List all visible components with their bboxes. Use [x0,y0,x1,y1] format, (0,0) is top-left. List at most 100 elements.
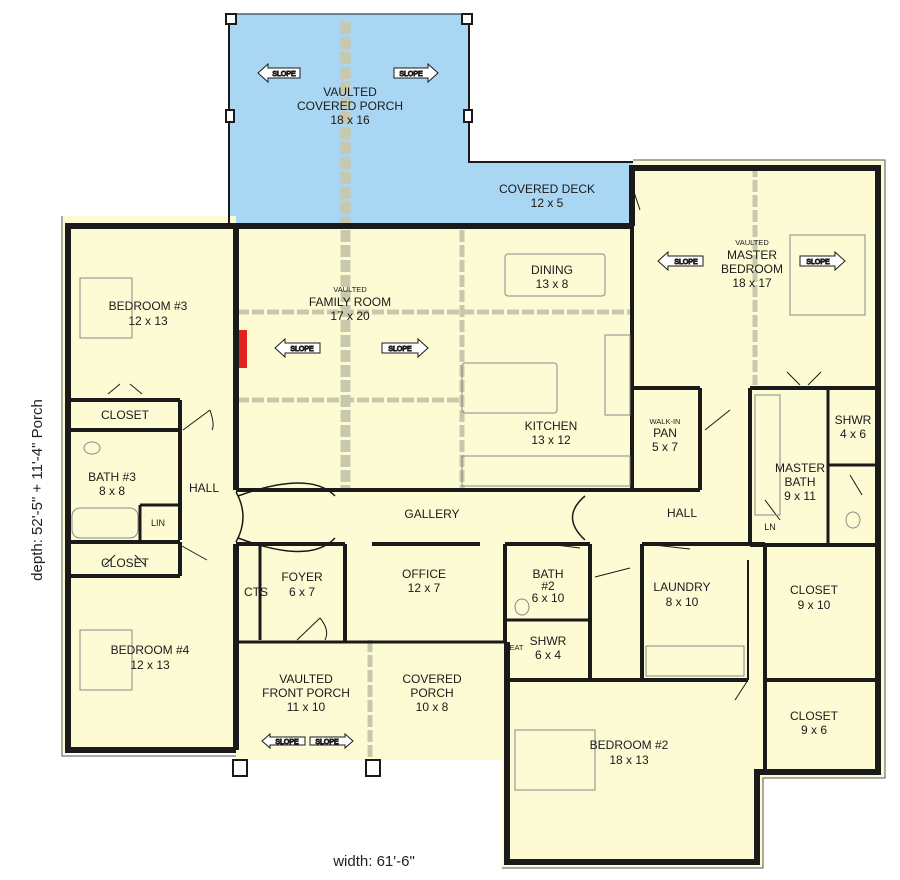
bedroom2-size: 18 x 13 [609,753,649,767]
slope-arrow: SLOPE [799,250,846,272]
walls [61,13,886,869]
slope-arrow: SLOPE [257,62,301,84]
gallery-arches [235,482,586,553]
shwr-b2-size: 6 x 4 [535,648,561,662]
hall-left: HALL [189,481,219,495]
svg-text:SLOPE: SLOPE [674,259,698,266]
bed-bedroom3 [79,277,133,339]
bed-master [789,234,866,316]
master-bedroom-size: 18 x 17 [732,276,772,290]
covered-deck-size: 12 x 5 [531,196,564,210]
hall-right: HALL [667,506,697,520]
family-room-size: 17 x 20 [330,309,370,323]
master-bedroom-line1: MASTER [727,248,777,262]
covered-deck-name: COVERED DECK [499,182,595,196]
toilet-bath3 [83,441,101,455]
laundry-size: 8 x 10 [666,595,699,609]
dining-name: DINING [531,263,573,277]
dining-size: 13 x 8 [536,277,569,291]
pantry-shelf [604,334,631,416]
slope-arrow: SLOPE [381,337,429,359]
vault-beams [237,22,758,760]
covered-porch-line1: COVERED [402,672,462,686]
master-bath-line1: MASTER [775,461,825,475]
bedroom3-name: BEDROOM #3 [109,299,188,313]
vaulted-front-porch-size: 11 x 10 [287,700,326,714]
vanity-master [754,394,781,516]
master-bedroom-vaulted: VAULTED [735,238,769,247]
bath3-size: 8 x 8 [99,484,125,498]
closet-master-size: 9 x 10 [798,598,831,612]
walk-in-pan-line1: WALK-IN [650,417,681,426]
closet-b2-size: 9 x 6 [801,723,827,737]
foyer-name: FOYER [281,570,323,584]
bath2-size: 6 x 10 [532,591,565,605]
depth-dimension: depth: 52'-5" + 11'-4" Porch [29,399,46,581]
bedroom3-size: 12 x 13 [128,314,168,328]
slope-arrows: SLOPE SLOPE SLOPE SLOPE SLOPE SLOPE SLOP… [257,62,846,750]
doors [104,179,863,701]
family-room-vaulted: VAULTED [333,285,367,294]
kitchen-name: KITCHEN [525,419,578,433]
bedroom2-name: BEDROOM #2 [590,738,669,752]
slope-arrow: SLOPE [309,732,354,750]
closet-b2-name: CLOSET [790,709,839,723]
slope-arrow: SLOPE [393,62,439,84]
covered-porch-size: 10 x 8 [416,700,449,714]
bath2-line1: BATH [532,567,563,581]
covered-porch-line2: PORCH [410,686,453,700]
bath2-line2: #2 [541,579,555,593]
shwr-b2-name: SHWR [530,634,567,648]
vaulted-covered-porch-line2: COVERED PORCH [297,99,403,113]
vaulted-front-porch-line1: VAULTED [279,672,333,686]
slope-arrow: SLOPE [657,250,704,272]
living-areas [62,160,885,868]
porch-posts [225,13,473,777]
bed-bedroom2 [514,729,596,791]
seat: SEAT [504,643,523,652]
slope-arrow: SLOPE [261,732,306,750]
tub [71,507,139,539]
walk-in-pan-size: 5 x 7 [652,440,678,454]
toilet-bath2 [514,598,530,616]
closet-b4: CLOSET [101,556,150,570]
width-dimension: width: 61'-6" [332,853,415,870]
walk-in-pan-line2: PAN [653,426,677,440]
vaulted-front-porch-line2: FRONT PORCH [262,686,350,700]
slope-arrow: SLOPE [274,337,321,359]
svg-text:SLOPE: SLOPE [399,71,423,78]
cts: CTS [244,585,268,599]
toilet-master [845,511,861,529]
ln-master: LN [764,522,776,532]
svg-text:SLOPE: SLOPE [275,739,299,746]
master-bath-line2: BATH [784,475,815,489]
kitchen-counter [461,455,631,487]
laundry-counter [645,645,745,677]
laundry-name: LAUNDRY [653,580,710,594]
closet-b3: CLOSET [101,408,150,422]
family-room-name: FAMILY ROOM [309,295,391,309]
shwr-master-name: SHWR [835,413,872,427]
shwr-master-size: 4 x 6 [840,427,866,441]
vaulted-covered-porch-size: 18 x 16 [330,113,370,127]
kitchen-size: 13 x 12 [531,433,571,447]
lin: LIN [151,518,165,528]
svg-text:SLOPE: SLOPE [272,71,296,78]
foyer-size: 6 x 7 [289,585,315,599]
fireplace [239,330,247,368]
office-name: OFFICE [402,567,446,581]
kitchen-island [461,362,558,414]
dining-table [504,253,606,297]
bed-bedroom4 [79,629,133,691]
svg-text:SLOPE: SLOPE [388,346,412,353]
bath3-name: BATH #3 [88,470,136,484]
fixtures [71,234,866,791]
master-bedroom-line2: BEDROOM [721,262,783,276]
svg-text:SLOPE: SLOPE [290,346,314,353]
master-bath-size: 9 x 11 [784,489,816,503]
office-size: 12 x 7 [408,581,441,595]
vaulted-covered-porch-line1: VAULTED [323,85,377,99]
bedroom4-name: BEDROOM #4 [111,643,190,657]
gallery: GALLERY [404,507,459,521]
